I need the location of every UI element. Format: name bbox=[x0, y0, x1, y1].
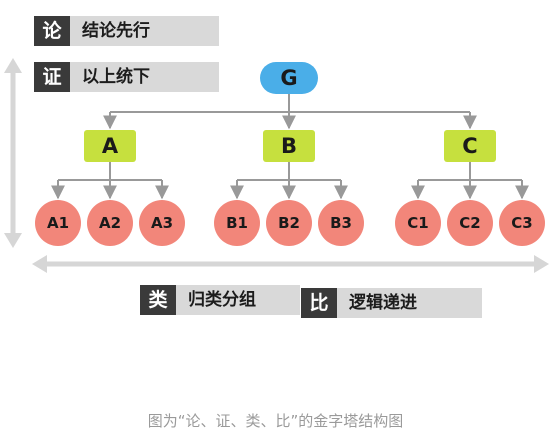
tag-top-down-support: 证 以上统下 bbox=[34, 62, 219, 92]
group-node-a: A bbox=[84, 130, 136, 162]
tag-value: 归类分组 bbox=[176, 285, 300, 315]
group-node-b: B bbox=[263, 130, 315, 162]
leaf-node-c1: C1 bbox=[395, 200, 441, 246]
leaf-node-b2: B2 bbox=[266, 200, 312, 246]
leaf-node-a1: A1 bbox=[35, 200, 81, 246]
tag-value: 结论先行 bbox=[70, 16, 219, 46]
horizontal-axis-arrow bbox=[32, 255, 549, 273]
root-connectors bbox=[103, 94, 477, 130]
leaf-node-a3: A3 bbox=[139, 200, 185, 246]
leaf-node-c2: C2 bbox=[447, 200, 493, 246]
group-a-connectors bbox=[51, 162, 169, 200]
figure-caption: 图为“论、证、类、比”的金字塔结构图 bbox=[147, 412, 404, 430]
tag-key: 比 bbox=[301, 288, 337, 318]
tag-value: 逻辑递进 bbox=[337, 288, 482, 318]
tag-key: 论 bbox=[34, 16, 70, 46]
vertical-axis-arrow bbox=[4, 58, 22, 248]
group-node-c: C bbox=[444, 130, 496, 162]
tag-logical-progression: 比 逻辑递进 bbox=[301, 288, 482, 318]
leaf-node-b1: B1 bbox=[214, 200, 260, 246]
tag-value: 以上统下 bbox=[70, 62, 219, 92]
tag-grouping: 类 归类分组 bbox=[140, 285, 300, 315]
group-b-connectors bbox=[230, 162, 348, 200]
leaf-node-b3: B3 bbox=[318, 200, 364, 246]
tag-conclusion-first: 论 结论先行 bbox=[34, 16, 219, 46]
leaf-node-a2: A2 bbox=[87, 200, 133, 246]
tag-key: 类 bbox=[140, 285, 176, 315]
tag-key: 证 bbox=[34, 62, 70, 92]
group-c-connectors bbox=[411, 162, 529, 200]
root-node-g: G bbox=[260, 62, 318, 94]
leaf-node-c3: C3 bbox=[499, 200, 545, 246]
